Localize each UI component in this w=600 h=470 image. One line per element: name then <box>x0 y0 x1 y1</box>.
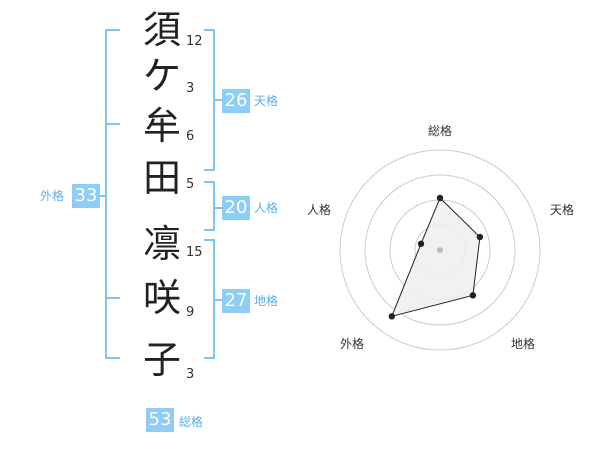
radar-point-4 <box>388 313 396 320</box>
jinkaku-bracket <box>204 181 215 231</box>
radar-axis-label-chikaku: 地格 <box>511 337 536 351</box>
name-char-4: 田 <box>142 156 181 200</box>
name-char-7: 子 <box>142 338 181 382</box>
chikaku-bracket <box>204 239 215 359</box>
radar-axis-label-gaikaku: 外格 <box>340 337 365 351</box>
stroke-count-7: 3 <box>186 367 195 382</box>
stroke-count-3: 6 <box>186 129 195 144</box>
tenkaku-bracket <box>204 29 215 171</box>
gaikaku-value: 33 <box>72 184 100 208</box>
stroke-count-4: 5 <box>186 177 195 192</box>
radar-axis-label-tenkaku: 天格 <box>550 203 575 217</box>
radar-point-1 <box>436 194 444 202</box>
radar-axis-label-soukaku: 総格 <box>428 124 453 138</box>
radar-point-5 <box>417 240 425 248</box>
radar-point-2 <box>476 233 484 241</box>
jinkaku-value: 20 <box>222 196 250 220</box>
soukaku-label: 総格 <box>179 415 204 429</box>
radar-point-3 <box>469 292 477 299</box>
radar-chart <box>339 149 541 351</box>
soukaku-value: 53 <box>146 408 174 432</box>
chikaku-label: 地格 <box>254 294 279 308</box>
stroke-count-6: 9 <box>186 305 195 320</box>
name-char-1: 須 <box>142 8 181 52</box>
gaikaku-label: 外格 <box>40 189 65 203</box>
name-char-5: 凛 <box>142 222 181 266</box>
radar-grid-ring-4 <box>339 149 541 351</box>
radar-series-polygon <box>390 197 481 318</box>
gaikaku-bracket <box>105 29 120 359</box>
radar-center-dot <box>437 247 443 253</box>
radar-axis-label-jinkaku: 人格 <box>307 203 332 217</box>
tenkaku-value: 26 <box>222 89 250 113</box>
name-char-3: 牟 <box>142 104 181 148</box>
stroke-count-5: 15 <box>186 245 203 260</box>
jinkaku-label: 人格 <box>254 201 279 215</box>
chikaku-value: 27 <box>222 289 250 313</box>
radar-grid-ring-3 <box>364 174 516 326</box>
name-char-6: 咲 <box>142 276 181 320</box>
stroke-count-1: 12 <box>186 34 203 49</box>
tenkaku-label: 天格 <box>254 94 279 108</box>
stroke-count-2: 3 <box>186 81 195 96</box>
name-char-2: ケ <box>142 54 181 98</box>
